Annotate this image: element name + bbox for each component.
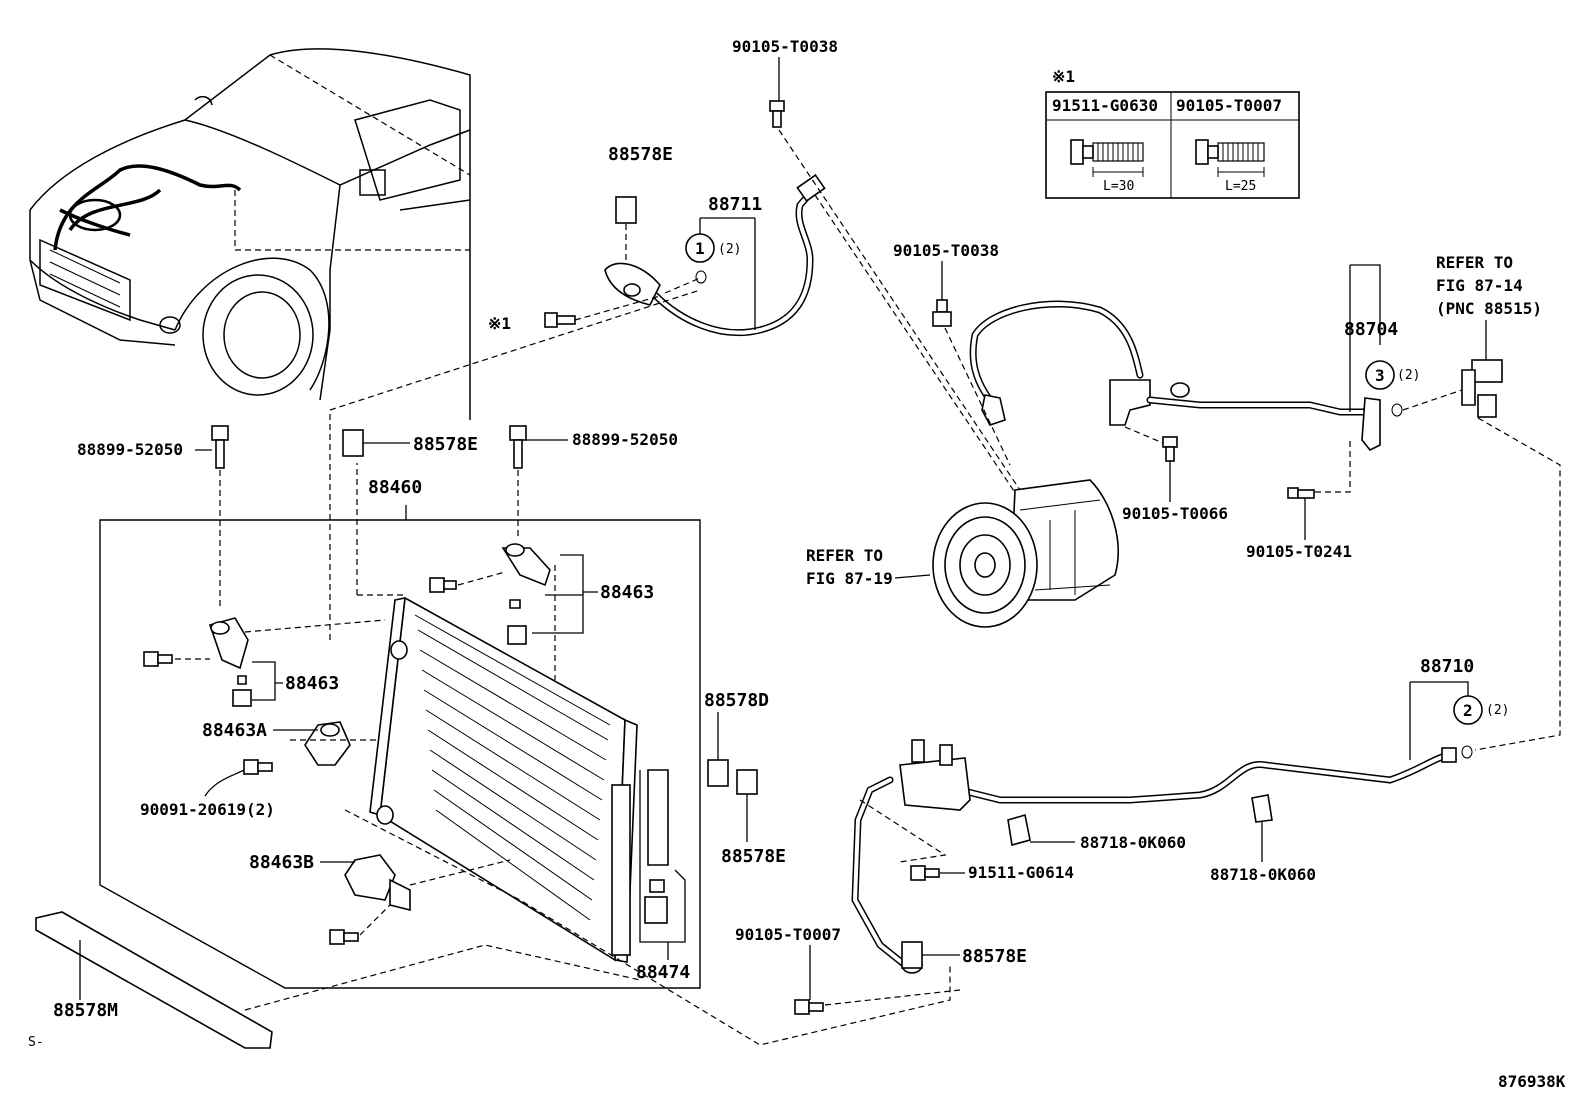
label-pad-88578e-mid: 88578E (413, 434, 478, 455)
pad-88578d-shape (707, 759, 729, 787)
label-pad-88578e-bottom: 88578E (962, 946, 1027, 967)
label-clamp-0k060-a: 88718-0K060 (1080, 833, 1186, 852)
label-oring-qty-2: (2) (1486, 703, 1509, 718)
label-refer-fig-87-14-line1: REFER TO (1436, 253, 1513, 272)
legend-table (1045, 91, 1300, 199)
label-bracket-88463-left: 88463 (285, 673, 339, 694)
label-clamp-0k060-b: 88718-0K060 (1210, 865, 1316, 884)
bracket-88463-left-shape (143, 617, 252, 707)
bolt-t0038-mid-shape (932, 299, 952, 327)
label-bolt-t0241: 90105-T0241 (1246, 542, 1352, 561)
seal-88578m-shape[interactable] (35, 911, 273, 1049)
suction-tube-88704[interactable] (969, 300, 1381, 452)
liquid-tube-88710[interactable] (851, 739, 1457, 974)
label-mark-x1-bolt: ※1 (488, 314, 511, 333)
bolt-x1-shape (544, 312, 576, 328)
clamp-0k060-a-shape (1007, 813, 1031, 847)
label-pad-88578e-right: 88578E (721, 846, 786, 867)
footer-figure-id: 876938K (1498, 1072, 1566, 1091)
label-bolt-20619: 90091-20619(2) (140, 800, 275, 819)
oring-2-shape (1461, 745, 1473, 759)
expansion-valve-shape (1461, 359, 1503, 418)
label-bracket-88463-right: 88463 (600, 582, 654, 603)
label-seal-88578m: 88578M (53, 1000, 118, 1021)
label-bolt-t0007: 90105-T0007 (735, 925, 841, 944)
drier-88474-shape (644, 769, 669, 924)
oring-3-shape (1391, 403, 1403, 417)
label-refer-fig-87-19-line1: REFER TO (806, 546, 883, 565)
label-condenser-88460: 88460 (368, 477, 422, 498)
vehicle-illustration (29, 48, 471, 420)
legend-mark: ※1 (1052, 67, 1075, 86)
label-circle-3: 3 (1375, 366, 1385, 385)
label-refer-fig-87-14-line2: FIG 87-14 (1436, 276, 1523, 295)
footer-left-mark: S- (28, 1035, 44, 1050)
discharge-hose-88711[interactable] (604, 174, 826, 337)
bolt-t0038-top-shape (769, 100, 785, 128)
label-hose-88711: 88711 (708, 194, 762, 215)
label-drier-88474: 88474 (636, 962, 690, 983)
label-oring-qty-3: (2) (1397, 368, 1420, 383)
legend-col2-part: 90105-T0007 (1176, 96, 1282, 115)
condenser-shape[interactable] (369, 596, 638, 963)
bolt-t0241-shape (1287, 487, 1315, 499)
pad-88578e-bottom-shape (901, 941, 923, 969)
label-refer-fig-87-19-line2: FIG 87-19 (806, 569, 893, 588)
label-bolt-52050-right: 88899-52050 (572, 430, 678, 449)
label-bolt-t0038-top: 90105-T0038 (732, 37, 838, 56)
label-oring-qty-1: (2) (718, 242, 741, 257)
bolt-t0066-shape (1162, 436, 1178, 462)
clamp-0k060-b-shape (1251, 794, 1273, 823)
bracket-88463-right-shape (429, 543, 551, 645)
bolt-52050-left-shape (211, 425, 229, 469)
label-pad-88578e-top: 88578E (608, 144, 673, 165)
label-bracket-88463a: 88463A (202, 720, 267, 741)
bolt-l25-icon (1195, 139, 1265, 177)
label-tube-88710: 88710 (1420, 656, 1474, 677)
label-bolt-t0038-mid: 90105-T0038 (893, 241, 999, 260)
label-bracket-88463b: 88463B (249, 852, 314, 873)
label-circle-2: 2 (1463, 701, 1473, 720)
bolt-l30-icon (1070, 139, 1144, 177)
bolt-g0614-shape (910, 865, 940, 881)
label-pad-88578d: 88578D (704, 690, 769, 711)
label-bolt-52050-left: 88899-52050 (77, 440, 183, 459)
pad-88578e-right-shape (736, 769, 758, 795)
label-bolt-t0066: 90105-T0066 (1122, 504, 1228, 523)
label-circle-1: 1 (695, 239, 705, 258)
legend-col1-part: 91511-G0630 (1052, 96, 1158, 115)
legend-col1-length: L=30 (1103, 179, 1134, 194)
bracket-88463a-shape (243, 721, 351, 775)
pad-88578e-mid-shape (342, 429, 364, 457)
bracket-88463b-shape (329, 854, 411, 945)
condenser-88460-frame (99, 505, 701, 989)
legend-col2-length: L=25 (1225, 179, 1256, 194)
bolt-52050-right-shape (509, 425, 527, 469)
oring-1-shape (695, 270, 707, 284)
label-bolt-g0614: 91511-G0614 (968, 863, 1074, 882)
bolt-t0007-shape (794, 999, 824, 1015)
compressor-shape (932, 479, 1119, 628)
pad-88578e-top-shape (615, 196, 637, 224)
label-refer-fig-87-14-line3: (PNC 88515) (1436, 299, 1542, 318)
label-tube-88704: 88704 (1344, 319, 1398, 340)
